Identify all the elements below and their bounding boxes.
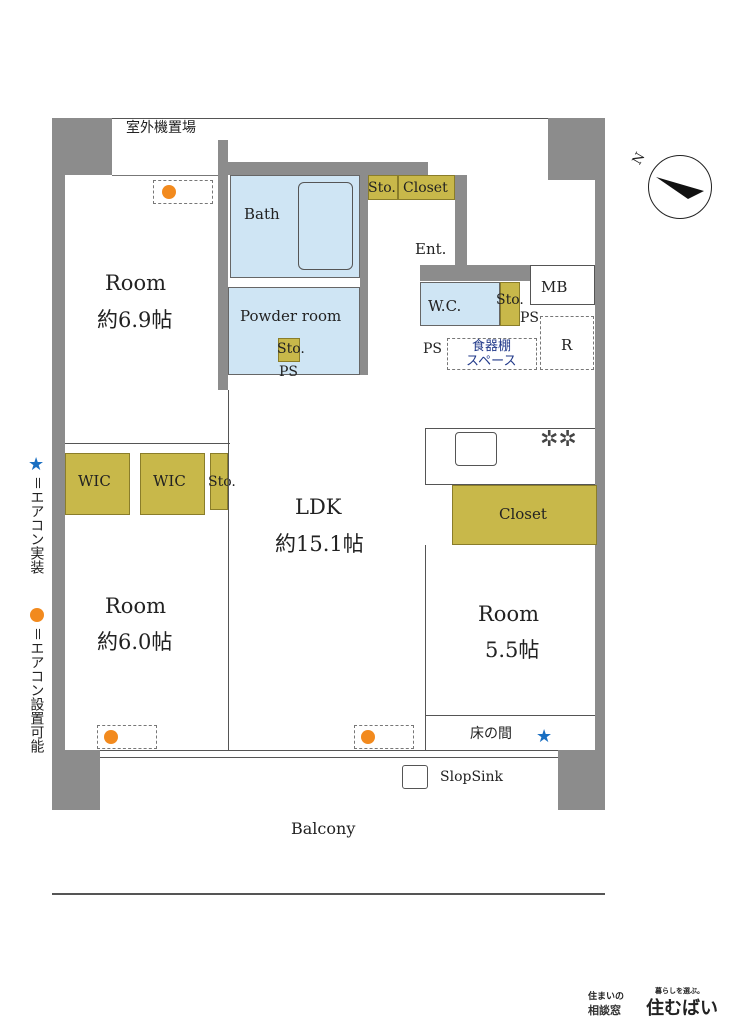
storage [500, 282, 520, 326]
wall [52, 750, 100, 810]
ac-installed-star-icon: ★ [28, 454, 45, 475]
wall [595, 180, 605, 755]
mb-label: MB [541, 278, 568, 296]
closet-entry [368, 175, 398, 200]
logo-brand: 住むばい [646, 998, 718, 1019]
ps-label: PS [279, 364, 299, 380]
sink [455, 432, 497, 466]
closet-label: Closet [499, 505, 547, 523]
ac-possible-dot-icon [361, 730, 375, 744]
kitchen-counter [425, 428, 595, 485]
ac-space [97, 725, 157, 749]
top-outline [112, 118, 548, 119]
wc-label: W.C. [428, 297, 462, 315]
wall [548, 118, 605, 180]
refrigerator-space [540, 316, 594, 370]
ps-label: PS [520, 310, 540, 326]
window [112, 140, 218, 176]
wic-label: WIC [78, 472, 111, 490]
ac-installed-star-icon: ★ [536, 726, 553, 747]
tokonoma [425, 715, 595, 750]
slopsink [402, 765, 428, 789]
room3-size: 5.5帖 [485, 638, 540, 662]
partition [65, 443, 230, 444]
mb-box [530, 265, 595, 305]
cupboard-label-2: スペース [466, 354, 517, 369]
wall [228, 162, 428, 175]
room2-size: 約6.0帖 [97, 630, 173, 654]
sto-label: Sto. [496, 292, 524, 308]
partition [228, 390, 229, 750]
wall [52, 118, 112, 175]
closet-room3 [452, 485, 597, 545]
ps-label: PS [423, 341, 443, 357]
slopsink-label: SlopSink [440, 769, 504, 785]
bath-label: Bath [244, 205, 280, 223]
window-line [100, 750, 558, 758]
wall [218, 140, 228, 390]
wall [558, 750, 605, 810]
sto-label: Sto. [277, 341, 305, 357]
cupboard-label-1: 食器棚 [472, 339, 512, 354]
wall [360, 175, 368, 375]
closet-label: Closet [403, 180, 448, 196]
storage [210, 453, 228, 510]
legend-installed: ＝エアコン実装 [28, 476, 45, 574]
logo-tagline: 暮らしを選ぶ。 [655, 987, 704, 995]
wall [455, 175, 467, 265]
legend-possible: ＝エアコン設置可能 [28, 627, 45, 753]
entrance-label: Ent. [415, 240, 447, 258]
refrigerator-label: R [561, 336, 573, 354]
sto-label: Sto. [368, 180, 396, 196]
logo-line2: 相談窓 [588, 1004, 621, 1017]
partition [425, 545, 426, 750]
sto-label: Sto. [208, 474, 236, 490]
closet [398, 175, 455, 200]
room1-size: 約6.9帖 [97, 308, 173, 332]
bath [230, 175, 360, 278]
wic-label: WIC [153, 472, 186, 490]
ldk-size: 約15.1帖 [275, 532, 364, 556]
wall [420, 265, 530, 281]
outdoor-unit-label: 室外機置場 [126, 120, 196, 136]
compass-icon [648, 155, 712, 219]
ac-space [354, 725, 414, 749]
ldk-name: LDK [295, 495, 342, 519]
wall [52, 175, 65, 755]
tokonoma-label: 床の間 [470, 726, 512, 742]
cupboard-space [447, 338, 537, 370]
wic-2 [140, 453, 205, 515]
ac-possible-dot-icon [30, 608, 44, 622]
ac-space [153, 180, 213, 204]
room3-name: Room [478, 602, 540, 626]
powder-room-label: Powder room [240, 307, 342, 325]
logo-line1: 住まいの [588, 992, 625, 1002]
balcony [52, 810, 605, 895]
storage [278, 338, 300, 362]
stove-icon: ✲✲ [540, 427, 577, 452]
compass-north: N [629, 150, 649, 168]
ac-possible-dot-icon [104, 730, 118, 744]
room1-name: Room [105, 271, 167, 295]
balcony-label: Balcony [291, 819, 356, 838]
room2-name: Room [105, 594, 167, 618]
ac-possible-dot-icon [162, 185, 176, 199]
wc [420, 282, 500, 326]
wic-1 [65, 453, 130, 515]
bathtub [298, 182, 353, 270]
